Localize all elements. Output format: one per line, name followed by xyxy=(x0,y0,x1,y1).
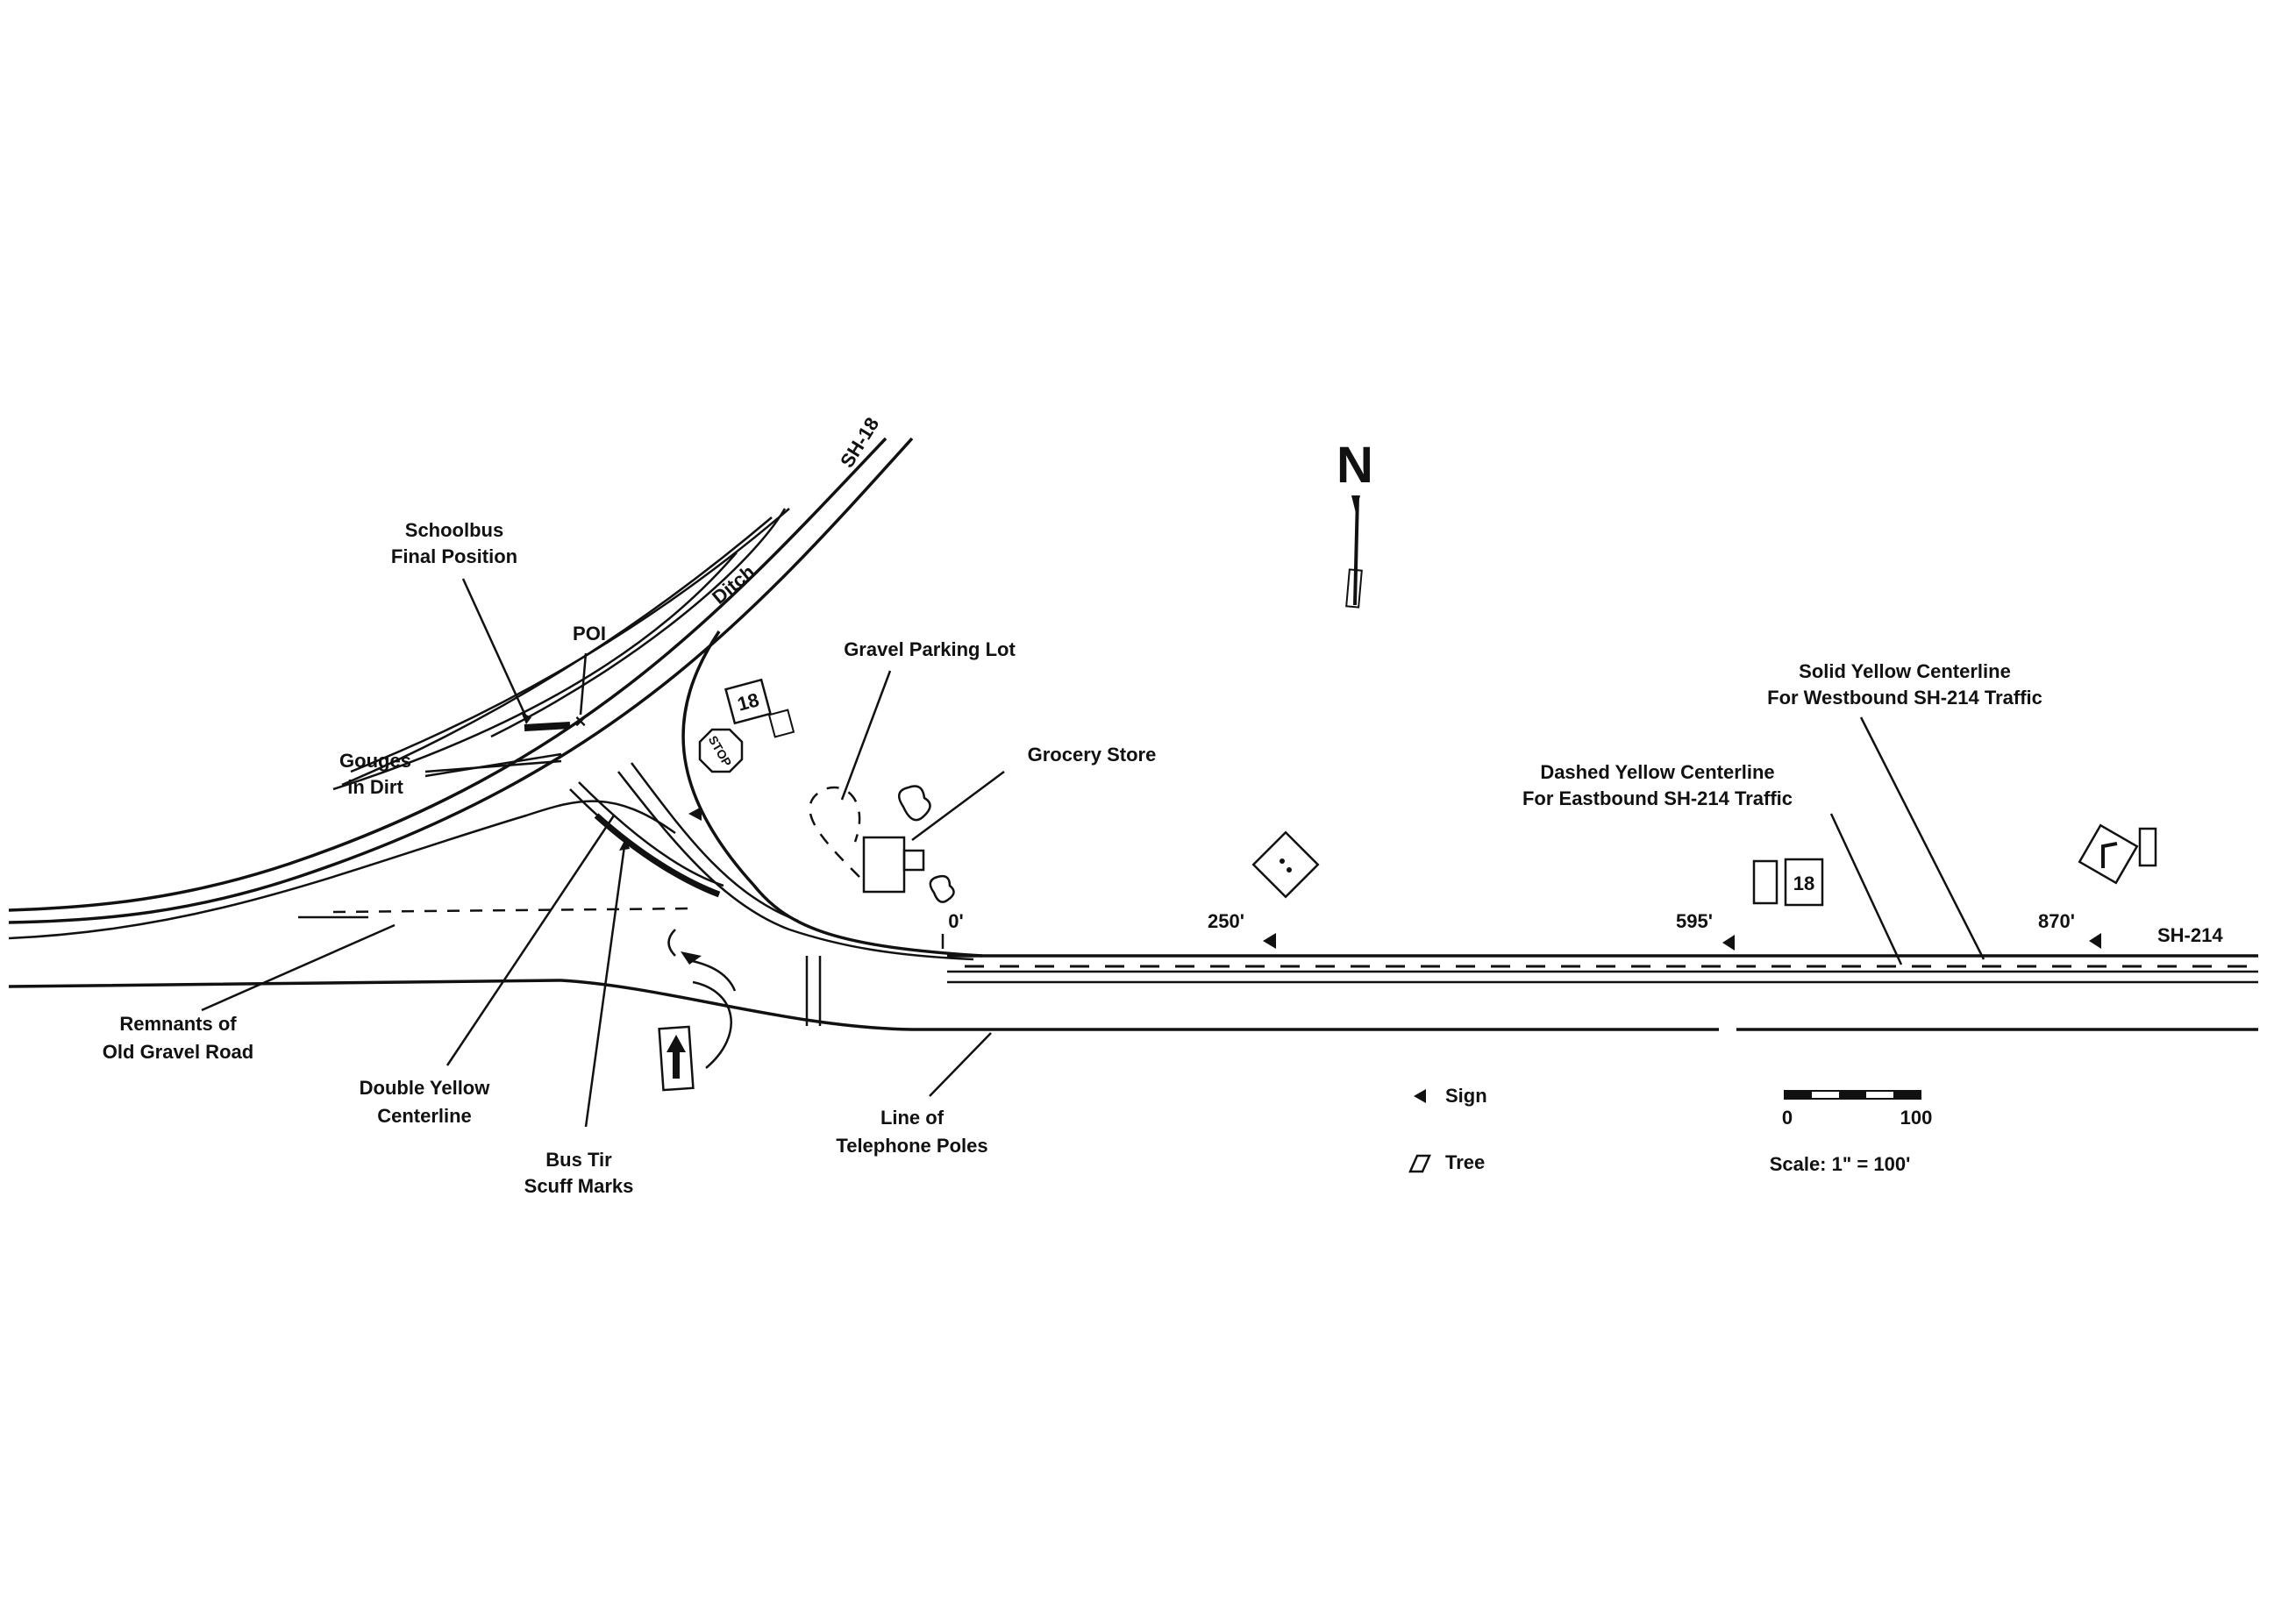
svg-text:POI: POI xyxy=(573,623,606,645)
scale-bar: 0 100 Scale: 1" = 100' xyxy=(1770,1090,1933,1175)
sh214-road xyxy=(8,954,2258,1031)
svg-text:Remnants of: Remnants of xyxy=(119,1013,237,1035)
svg-text:For Westbound SH-214 Traffic: For Westbound SH-214 Traffic xyxy=(1767,687,2042,709)
svg-text:Double Yellow: Double Yellow xyxy=(360,1077,491,1099)
svg-text:Gravel Parking Lot: Gravel Parking Lot xyxy=(844,638,1016,660)
distance-markers: 0' 250' 595' 870' xyxy=(941,910,2075,949)
svg-text:STOP: STOP xyxy=(706,733,735,769)
driveway xyxy=(667,786,861,1026)
svg-text:Solid Yellow Centerline: Solid Yellow Centerline xyxy=(1799,660,2011,682)
stop-sign: STOP xyxy=(698,728,744,773)
grocery-store: Grocery Store xyxy=(862,744,1157,894)
distance-label: 0' xyxy=(948,910,963,932)
distance-label: 870' xyxy=(2038,910,2075,932)
svg-text:100: 100 xyxy=(1900,1107,1933,1129)
tree-icon xyxy=(929,874,955,903)
solid-yellow-centerline-label: Solid Yellow Centerline For Westbound SH… xyxy=(1767,660,2042,960)
legend-tree: Tree xyxy=(1408,1151,1485,1173)
old-gravel-road xyxy=(298,907,694,919)
poi-marker: POI × xyxy=(573,623,606,732)
svg-text:For Eastbound SH-214 Traffic: For Eastbound SH-214 Traffic xyxy=(1522,787,1793,809)
svg-text:Telephone Poles: Telephone Poles xyxy=(836,1135,987,1157)
route-18-sign-near-stop: 18 xyxy=(724,678,795,738)
svg-text:Sign: Sign xyxy=(1445,1085,1487,1107)
gravel-parking-lot-label: Gravel Parking Lot xyxy=(840,638,1016,801)
sign-marker xyxy=(1263,933,1276,949)
svg-text:Scale: 1" = 100': Scale: 1" = 100' xyxy=(1770,1153,1911,1175)
svg-text:Line of: Line of xyxy=(880,1107,945,1129)
turn-warning-sign xyxy=(2078,823,2157,885)
tree-icon xyxy=(897,785,931,822)
svg-text:×: × xyxy=(575,710,587,732)
gouges-in-dirt: Gouges in Dirt xyxy=(339,750,562,798)
svg-text:18: 18 xyxy=(735,688,761,715)
svg-text:Bus Tir: Bus Tir xyxy=(545,1149,612,1171)
svg-text:0: 0 xyxy=(1782,1107,1793,1129)
svg-text:Dashed Yellow Centerline: Dashed Yellow Centerline xyxy=(1540,761,1774,783)
svg-text:Centerline: Centerline xyxy=(377,1105,472,1127)
sh18-label: SH-18 xyxy=(836,414,883,472)
legend: Sign Tree 0 100 Scale: 1" = 100' xyxy=(1408,1085,1933,1175)
svg-text:Grocery Store: Grocery Store xyxy=(1028,744,1157,766)
bus-tire-leader: Bus Tir Scuff Marks xyxy=(524,837,634,1197)
svg-text:Old Gravel Road: Old Gravel Road xyxy=(103,1041,253,1063)
ditch xyxy=(341,508,790,787)
double-yellow-centerline xyxy=(569,781,724,896)
distance-label: 250' xyxy=(1208,910,1244,932)
sh18-road xyxy=(8,437,914,940)
double-yellow-leader: Double Yellow Centerline xyxy=(360,815,616,1127)
svg-text:18: 18 xyxy=(1793,873,1814,894)
svg-text:in Dirt: in Dirt xyxy=(347,776,403,798)
svg-text:Final Position: Final Position xyxy=(391,545,517,567)
svg-text:Schoolbus: Schoolbus xyxy=(405,519,503,541)
route-18-sign-east: 18 xyxy=(1752,858,1824,907)
sign-marker xyxy=(1722,935,1735,951)
sign-marker xyxy=(688,807,702,821)
connector-road xyxy=(617,630,983,961)
direction-arrow-sign xyxy=(658,951,737,1092)
dashed-yellow-centerline-label: Dashed Yellow Centerline For Eastbound S… xyxy=(1522,761,1903,965)
distance-label: 595' xyxy=(1676,910,1713,932)
north-label: N xyxy=(1337,437,1373,494)
svg-text:Gouges: Gouges xyxy=(339,750,411,772)
legend-sign: Sign xyxy=(1414,1085,1487,1107)
svg-text:Tree: Tree xyxy=(1445,1151,1485,1173)
sh214-label: SH-214 xyxy=(2157,924,2223,946)
bus-tire-scuff-marks xyxy=(594,813,721,898)
remnants-leader: Remnants of Old Gravel Road xyxy=(103,923,396,1063)
north-arrow: N xyxy=(1337,437,1373,609)
telephone-poles-leader: Line of Telephone Poles xyxy=(836,1032,992,1157)
sign-marker xyxy=(2089,933,2101,949)
schoolbus-final-position: Schoolbus Final Position xyxy=(391,519,571,731)
diamond-warning-sign xyxy=(1251,830,1320,899)
svg-text:Scuff Marks: Scuff Marks xyxy=(524,1175,634,1197)
